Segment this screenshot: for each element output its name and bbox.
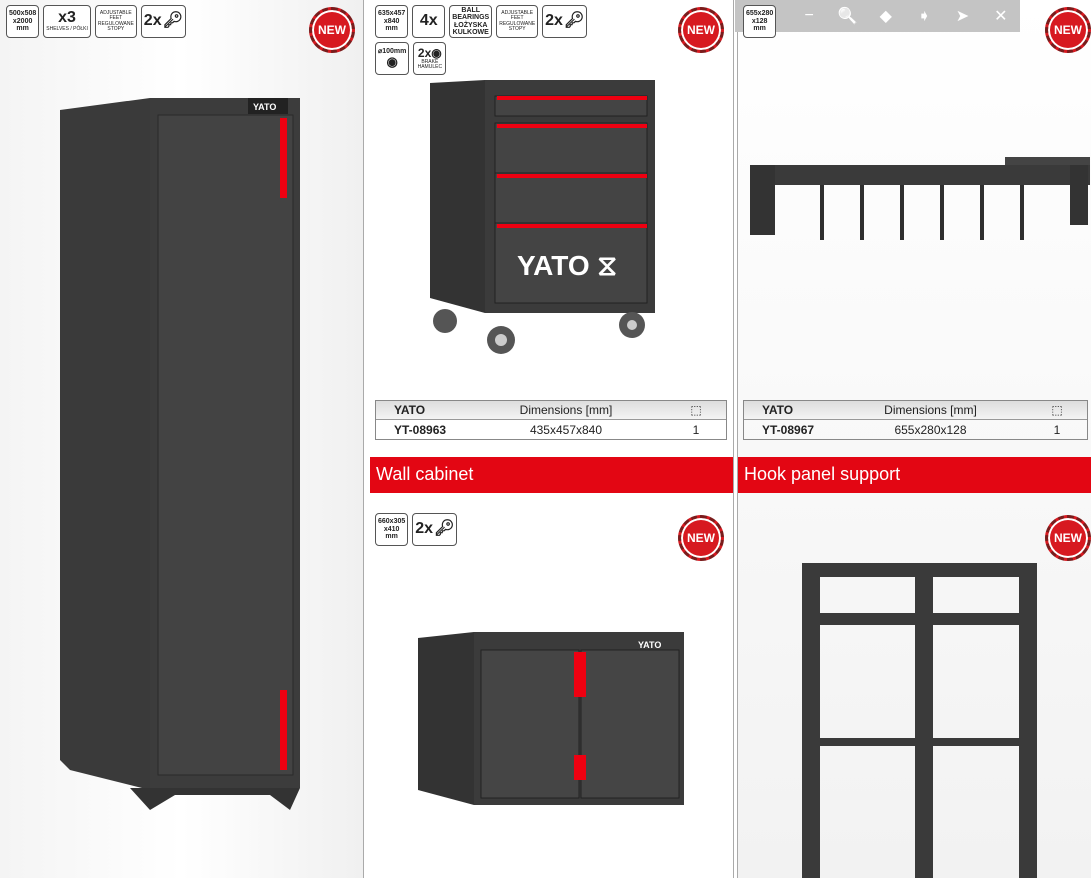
key-icon: 🔑︎ bbox=[563, 12, 585, 30]
dim-line: x128 bbox=[751, 17, 768, 25]
new-badge: NEW bbox=[678, 7, 724, 53]
bearings-text: BALL bbox=[461, 6, 481, 14]
quantity-value: 1 bbox=[692, 422, 700, 437]
section-title: Wall cabinet bbox=[370, 457, 733, 493]
feet-text: REGULOWANE bbox=[97, 20, 134, 27]
new-badge: NEW bbox=[1045, 515, 1091, 561]
key-icon: 🔑︎ bbox=[434, 520, 455, 538]
brand-logo: YATO bbox=[394, 403, 426, 417]
dim-line: mm bbox=[753, 25, 766, 33]
feet-text: ADJUSTABLE bbox=[99, 10, 132, 16]
dim-line: x410 bbox=[383, 525, 400, 533]
dimensions-value: 435x457x840 bbox=[529, 422, 603, 437]
dim-line: x2000 bbox=[12, 17, 33, 25]
previous-button[interactable]: ◆ bbox=[879, 8, 892, 25]
wheel-size-badge: ⌀100mm◉ bbox=[375, 42, 410, 75]
wall-cabinet-image: YATO bbox=[418, 632, 684, 805]
wheel-size: ⌀100mm bbox=[378, 48, 407, 55]
dimensions-header: Dimensions [mm] bbox=[519, 403, 613, 417]
bearings-text: KULKOWE bbox=[452, 28, 489, 36]
feet-text: REGULOWANE bbox=[499, 20, 536, 27]
drawers-count: 4x bbox=[419, 12, 438, 30]
hook-panel-image bbox=[750, 157, 1090, 240]
key-icon: 🔑︎ bbox=[162, 12, 183, 30]
zoom-out-button[interactable]: 🔍 bbox=[837, 8, 858, 25]
new-badge: NEW bbox=[309, 7, 355, 53]
product-spec-table: YATO Dimensions [mm] ⬚ YT-08967 655x280x128… bbox=[743, 400, 1088, 440]
wheel-icon: ◉ bbox=[386, 54, 398, 70]
brake-text: HAMULEC bbox=[417, 63, 443, 70]
next-button[interactable]: ➧ bbox=[917, 8, 931, 25]
dim-line: mm bbox=[385, 25, 398, 33]
feet-text: FEET bbox=[510, 15, 524, 22]
brake-text: BRAKE bbox=[421, 58, 439, 65]
bearings-text: BEARINGS bbox=[452, 14, 490, 22]
keys-badge: 2x🔑︎ bbox=[412, 513, 458, 546]
wheel-icon: ◉ bbox=[431, 45, 442, 60]
keys-count: 2x bbox=[415, 520, 434, 538]
dim-line: 635x457 bbox=[378, 10, 406, 18]
dim-line: x840 bbox=[383, 17, 400, 25]
yato-logo: YATO ⧖ bbox=[517, 250, 617, 281]
keys-count: 2x bbox=[545, 12, 563, 30]
new-badge: NEW bbox=[1045, 7, 1091, 53]
keys-count: 2x bbox=[143, 12, 162, 30]
brake-count: 2x bbox=[417, 45, 432, 60]
keys-badge: 2x🔑︎ bbox=[542, 5, 588, 38]
feet-text: STOPY bbox=[508, 25, 526, 32]
section-title: Hook panel support bbox=[738, 457, 1091, 493]
package-icon: ⬚ bbox=[1051, 403, 1063, 417]
quantity-value: 1 bbox=[1053, 422, 1061, 437]
viewer-toolbar: − 🔍 ◆ ➧ ➤ ✕ bbox=[735, 0, 1020, 32]
dimensions-value: 655x280x128 bbox=[894, 422, 967, 437]
minus-button[interactable]: − bbox=[804, 7, 814, 24]
feet-text: STOPY bbox=[107, 25, 125, 32]
bearings-text: ŁOŻYSKA bbox=[454, 21, 488, 29]
drawer-cabinet-image: YATO ⧖ bbox=[430, 80, 655, 354]
keys-badge: 2x🔑︎ bbox=[140, 5, 186, 38]
package-icon: ⬚ bbox=[690, 403, 702, 417]
yato-logo: YATO bbox=[638, 640, 661, 650]
tall-cabinet-image: YATO bbox=[60, 98, 300, 810]
select-move-button[interactable]: ➤ bbox=[955, 8, 970, 25]
shelves-count: x3 bbox=[58, 9, 76, 27]
svg-text:YATO: YATO bbox=[253, 102, 276, 112]
feet-text: FEET bbox=[109, 15, 123, 22]
dim-line: 655x280 bbox=[746, 10, 774, 18]
brand-logo: YATO bbox=[762, 403, 794, 417]
drawers-badge: 4x bbox=[412, 5, 446, 38]
product-code: YT-08967 bbox=[762, 422, 815, 437]
new-badge: NEW bbox=[678, 515, 724, 561]
frame-image bbox=[802, 563, 1037, 878]
dim-line: mm bbox=[385, 533, 398, 541]
product-spec-table: YATO Dimensions [mm] ⬚ YT-08963 435x457x840… bbox=[375, 400, 727, 440]
shelves-label: SHELVES / PÓŁKI bbox=[46, 26, 88, 33]
dim-line: 660x305 bbox=[378, 518, 406, 526]
dimensions-header: Dimensions [mm] bbox=[884, 403, 977, 417]
dim-line: 500x508 bbox=[9, 10, 37, 18]
close-button[interactable]: ✕ bbox=[994, 8, 1008, 25]
dim-line: mm bbox=[16, 25, 29, 33]
product-code: YT-08963 bbox=[394, 422, 447, 437]
feet-text: ADJUSTABLE bbox=[501, 10, 534, 16]
